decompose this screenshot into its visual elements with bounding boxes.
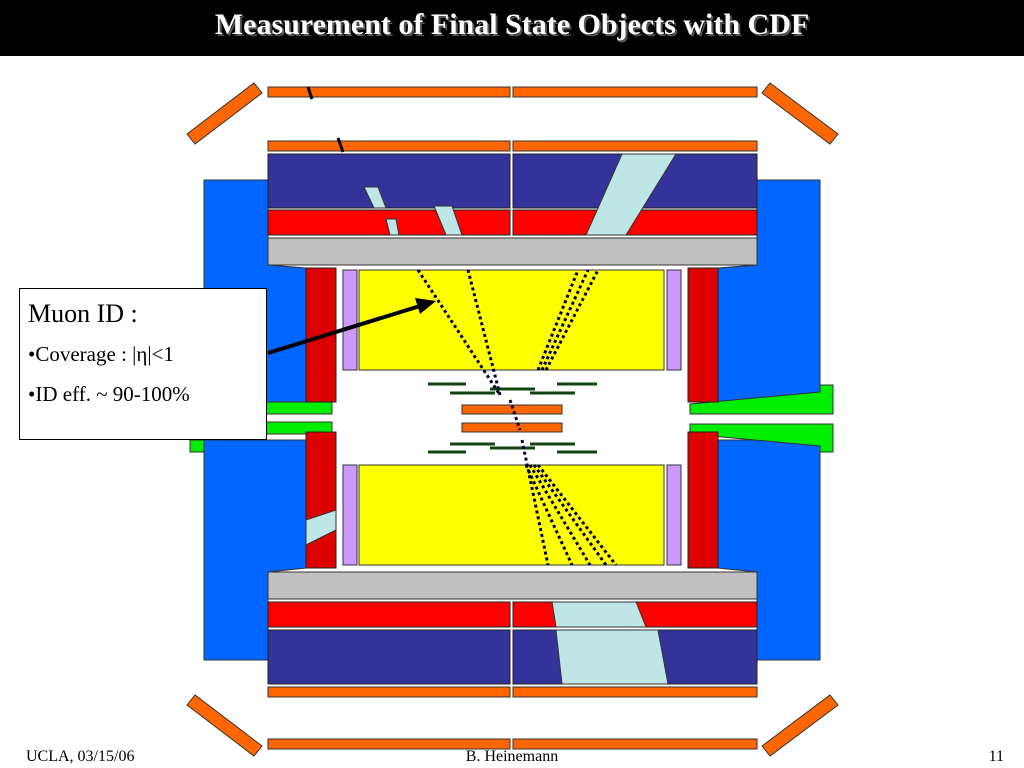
energy-tower-bottom-2 xyxy=(555,629,669,685)
energy-tower-top-1 xyxy=(363,186,387,209)
tof-right-top xyxy=(666,269,682,371)
tof-left-bottom xyxy=(342,464,358,566)
particle-tracks xyxy=(416,269,618,566)
callout-arrow-head xyxy=(415,298,436,314)
tof-right-bottom xyxy=(666,464,682,566)
energy-tower-top-3 xyxy=(433,205,463,236)
beam-support-left-edge xyxy=(189,439,205,453)
solenoid-top xyxy=(267,237,758,266)
title-bar: Measurement of Final State Objects with … xyxy=(0,0,1024,56)
callout-bullet-efficiency: •ID eff. ~ 90-100% xyxy=(28,382,190,406)
muon-chamber-bottom-inner-right xyxy=(512,686,758,698)
footer-page-number: 11 xyxy=(988,748,1004,765)
energy-tower-endcal xyxy=(305,509,337,546)
muon-chamber-bottom-inner-left xyxy=(267,686,511,698)
calorimeter-outer-bottom-left xyxy=(267,629,511,685)
slide-title: Measurement of Final State Objects with … xyxy=(214,8,810,41)
muon-chamber-top-left xyxy=(267,86,511,98)
endcal-right-bottom xyxy=(687,431,719,569)
callout-arrow-line xyxy=(267,304,421,355)
energy-tower-top-4 xyxy=(585,153,677,236)
tof-left-top xyxy=(342,269,358,371)
muon-stub-2 xyxy=(336,137,345,153)
solenoid-bottom xyxy=(267,571,758,600)
callout-title: Muon ID : xyxy=(28,299,138,328)
muon-stub-1 xyxy=(306,86,314,100)
energy-tower-top-2 xyxy=(385,218,400,236)
muon-chamber-diag-bottom-right xyxy=(761,694,839,757)
muon-id-callout: Muon ID : •Coverage : |η|<1 •ID eff. ~ 9… xyxy=(19,288,267,440)
endcal-left-bottom xyxy=(305,431,337,569)
muon-chamber-bottom-left xyxy=(267,738,511,750)
muon-chamber-top-inner-left xyxy=(267,140,511,152)
muon-chamber-diag-bottom-left xyxy=(186,694,263,757)
calorimeter-outer-top-left xyxy=(267,153,511,209)
silicon-layers xyxy=(428,382,597,454)
muon-chamber-top-inner-right xyxy=(512,140,758,152)
tracker-top xyxy=(358,269,665,371)
callout-bullet-coverage: •Coverage : |η|<1 xyxy=(28,342,174,366)
muon-chamber-bottom-right xyxy=(512,738,758,750)
muon-chamber-diag-top-left xyxy=(186,82,263,145)
calorimeter-inner-bottom-left xyxy=(267,601,511,628)
energy-tower-bottom-1 xyxy=(551,601,647,628)
footer-date: UCLA, 03/15/06 xyxy=(26,748,135,765)
muon-chamber-diag-top-right xyxy=(761,82,839,145)
tracker-bottom xyxy=(358,464,665,566)
muon-chamber-top-right xyxy=(512,86,758,98)
beampipe-upper xyxy=(461,404,563,415)
endcal-right-top xyxy=(687,267,719,403)
footer-author: B. Heinemann xyxy=(465,748,559,765)
beam-support-right-upper xyxy=(689,384,834,415)
beampipe-lower xyxy=(461,422,563,433)
